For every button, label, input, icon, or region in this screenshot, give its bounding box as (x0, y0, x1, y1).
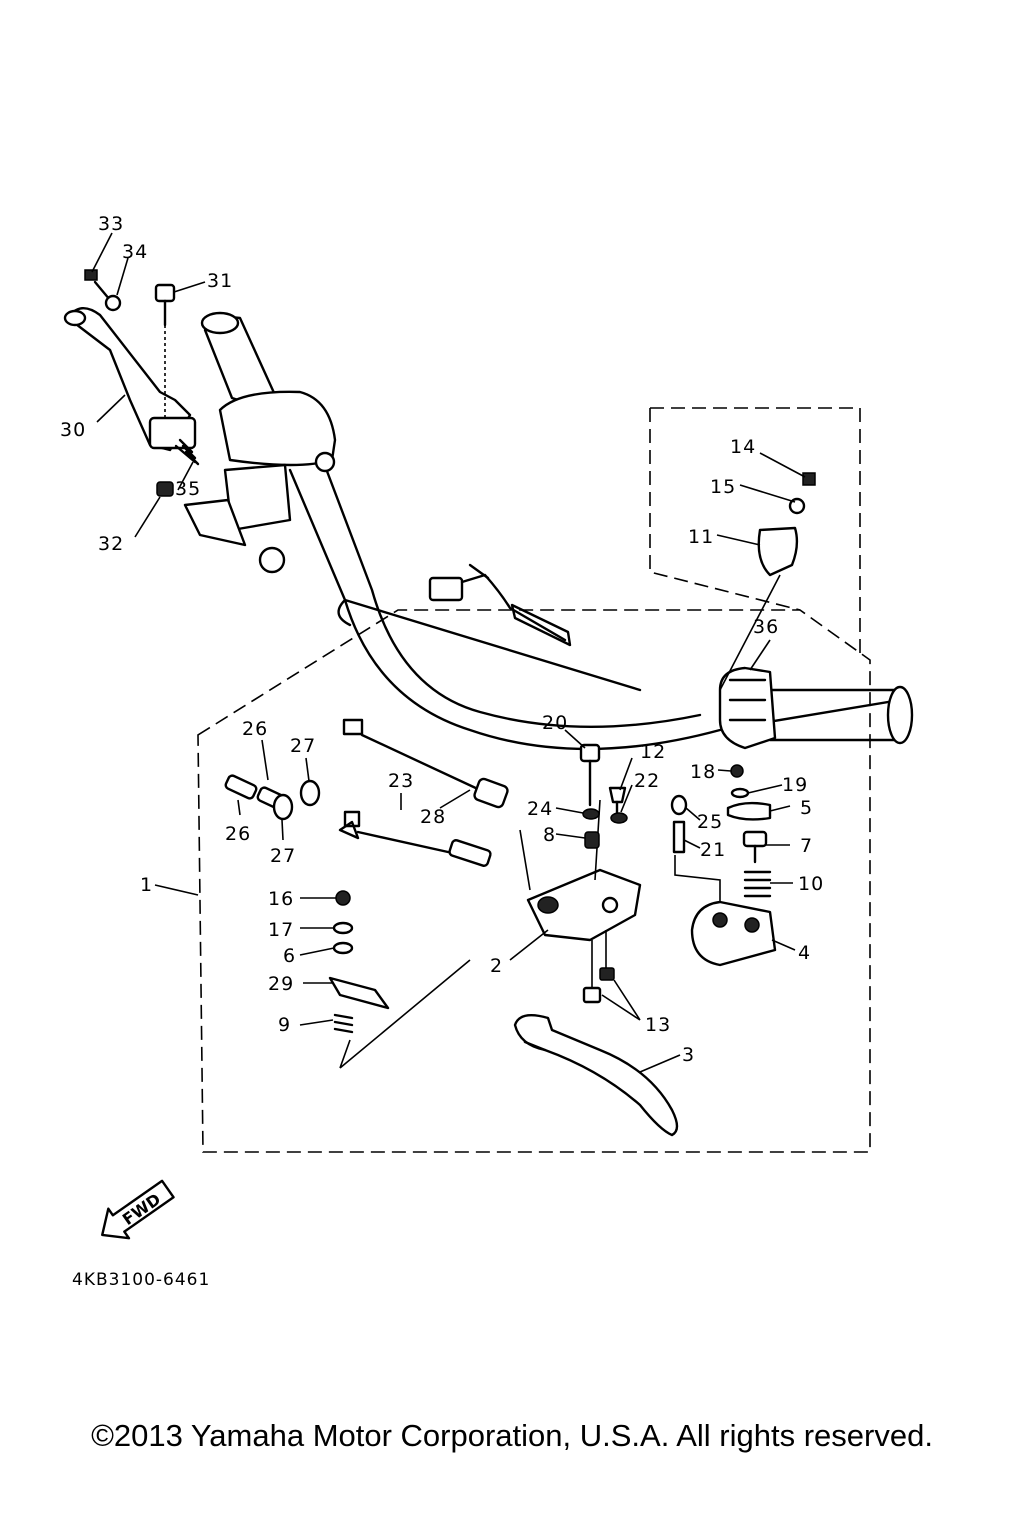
part-33-bolt (84, 269, 112, 302)
part-26-adjuster-b (224, 774, 258, 800)
callout-21: 21 (700, 839, 726, 861)
callout-36: 36 (753, 616, 779, 638)
callout-8: 8 (543, 824, 556, 846)
callout-31: 31 (207, 270, 233, 292)
part-35-spring (174, 438, 200, 466)
part-2-lever-holder (526, 868, 642, 942)
callout-13: 13 (645, 1014, 671, 1036)
callout-34: 34 (122, 241, 148, 263)
callout-25: 25 (697, 811, 723, 833)
throttle-switch-cable (428, 563, 572, 647)
assembly-1-boundary (197, 609, 871, 1153)
callout-35: 35 (175, 478, 201, 500)
part-8-collar (584, 831, 600, 849)
part-5-plate (726, 801, 772, 821)
part-23-cable (338, 718, 509, 867)
left-grip-housing (183, 311, 337, 574)
part-7-bolt (742, 830, 768, 864)
part-11-bracket (757, 526, 799, 577)
callout-2: 2 (490, 955, 503, 977)
callout-labels: 1 2 3 4 5 6 7 8 9 10 11 12 13 14 15 16 1… (60, 213, 824, 1066)
callout-18: 18 (690, 761, 716, 783)
part-34-washer (104, 294, 122, 312)
part-30-lever (63, 307, 197, 452)
callout-10: 10 (798, 873, 824, 895)
part-4-switch-body (690, 900, 777, 967)
callout-9: 9 (278, 1014, 291, 1036)
callout-27b: 27 (270, 845, 296, 867)
part-21-pin (672, 820, 686, 854)
part-18-screw (730, 764, 744, 778)
part-12-bolt (608, 786, 627, 824)
copyright-notice: ©2013 Yamaha Motor Corporation, U.S.A. A… (91, 1418, 933, 1453)
callout-6: 6 (283, 945, 296, 967)
callout-33: 33 (98, 213, 124, 235)
callout-leaders (91, 232, 806, 1073)
part-10-spring (743, 870, 772, 898)
part-9-spring (333, 1013, 354, 1034)
callout-5: 5 (800, 797, 813, 819)
callout-23: 23 (388, 770, 414, 792)
callout-26a: 26 (242, 718, 268, 740)
part-22-washer (610, 812, 628, 824)
callout-22: 22 (634, 770, 660, 792)
part-36-switch-housing (718, 666, 777, 750)
part-32-nut (156, 481, 174, 497)
part-20-bolt (579, 743, 601, 807)
callout-12: 12 (640, 741, 666, 763)
part-27-nut-b (272, 793, 294, 821)
callout-11: 11 (688, 526, 714, 548)
assembly-11-boundary (649, 407, 861, 660)
callout-24: 24 (527, 798, 553, 820)
callout-14: 14 (730, 436, 756, 458)
part-25-cap (670, 794, 688, 816)
exploded-parts-diagram: 1 2 3 4 5 6 7 8 9 10 11 12 13 14 15 16 1… (60, 213, 914, 1240)
handlebar (288, 456, 914, 751)
part-13-nut-a (599, 967, 615, 981)
callout-32: 32 (98, 533, 124, 555)
part-31-bolt (154, 283, 176, 420)
callout-26b: 26 (225, 823, 251, 845)
callout-16: 16 (268, 888, 294, 910)
part-29-plate (328, 976, 390, 1010)
part-code-label: 4KB3100-6461 (72, 1270, 211, 1290)
fwd-arrow-icon: FWD (101, 1179, 175, 1240)
part-13-nut-b (582, 986, 602, 1004)
callout-15: 15 (710, 476, 736, 498)
callout-29: 29 (268, 973, 294, 995)
part-3-lever (513, 1014, 679, 1137)
callout-3: 3 (682, 1044, 695, 1066)
callout-19: 19 (782, 774, 808, 796)
part-6-washer (332, 941, 354, 955)
part-24-washer (582, 808, 600, 820)
part-14-screw (802, 472, 816, 486)
callout-4: 4 (798, 942, 811, 964)
part-27-nut-a (299, 779, 321, 807)
callout-7: 7 (800, 835, 813, 857)
callout-30: 30 (60, 419, 86, 441)
callout-17: 17 (268, 919, 294, 941)
part-17-washer (332, 921, 354, 935)
callout-1: 1 (140, 874, 153, 896)
part-19-washer (730, 787, 750, 799)
part-16-screw (335, 890, 351, 906)
callout-28: 28 (420, 806, 446, 828)
callout-20: 20 (542, 712, 568, 734)
callout-27a: 27 (290, 735, 316, 757)
part-15-washer (788, 497, 806, 515)
